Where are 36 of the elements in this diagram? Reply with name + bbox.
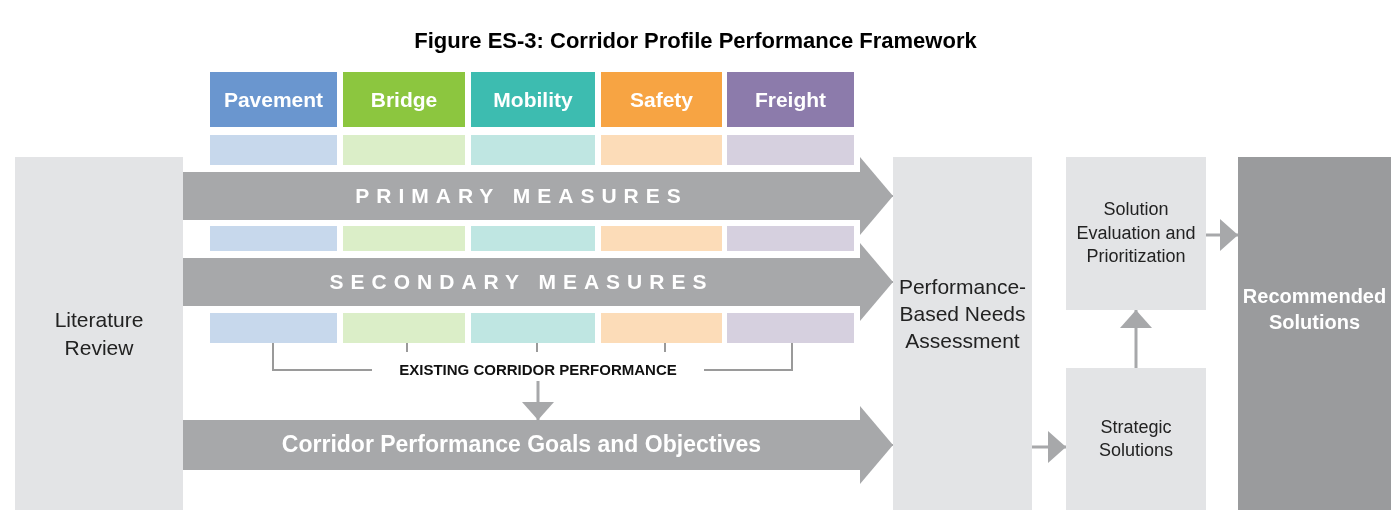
measure-cell	[601, 313, 722, 343]
measure-cell	[471, 226, 595, 251]
category-header: Freight	[727, 72, 854, 127]
measure-cell	[727, 313, 854, 343]
arrow	[1032, 431, 1066, 463]
process-box: Solution Evaluation and Prioritization	[1066, 157, 1206, 310]
process-box: Literature Review	[15, 157, 183, 510]
arrow	[859, 157, 894, 235]
measure-cell	[210, 313, 337, 343]
arrow	[1120, 310, 1152, 368]
arrow-band: PRIMARY MEASURES	[183, 172, 860, 220]
measure-cell	[343, 226, 465, 251]
process-box: Performance-Based Needs Assessment	[893, 157, 1032, 510]
measure-cell	[210, 226, 337, 251]
arrow	[522, 381, 554, 420]
measure-cell	[471, 313, 595, 343]
category-header: Bridge	[343, 72, 465, 127]
process-box: Strategic Solutions	[1066, 368, 1206, 510]
result-box: Recommended Solutions	[1238, 157, 1391, 510]
arrow	[859, 406, 894, 484]
arrow	[1206, 219, 1238, 251]
measure-cell	[471, 135, 595, 165]
measure-cell	[601, 135, 722, 165]
arrow-band: SECONDARY MEASURES	[183, 258, 860, 306]
arrow-band: Corridor Performance Goals and Objectives	[183, 420, 860, 470]
measure-cell	[343, 135, 465, 165]
measure-cell	[601, 226, 722, 251]
measure-cell	[727, 226, 854, 251]
figure-title: Figure ES-3: Corridor Profile Performance Framework	[414, 28, 977, 54]
arrow	[859, 243, 894, 321]
measure-cell	[727, 135, 854, 165]
category-header: Mobility	[471, 72, 595, 127]
measure-cell	[210, 135, 337, 165]
category-header: Pavement	[210, 72, 337, 127]
category-header: Safety	[601, 72, 722, 127]
measure-cell	[343, 313, 465, 343]
